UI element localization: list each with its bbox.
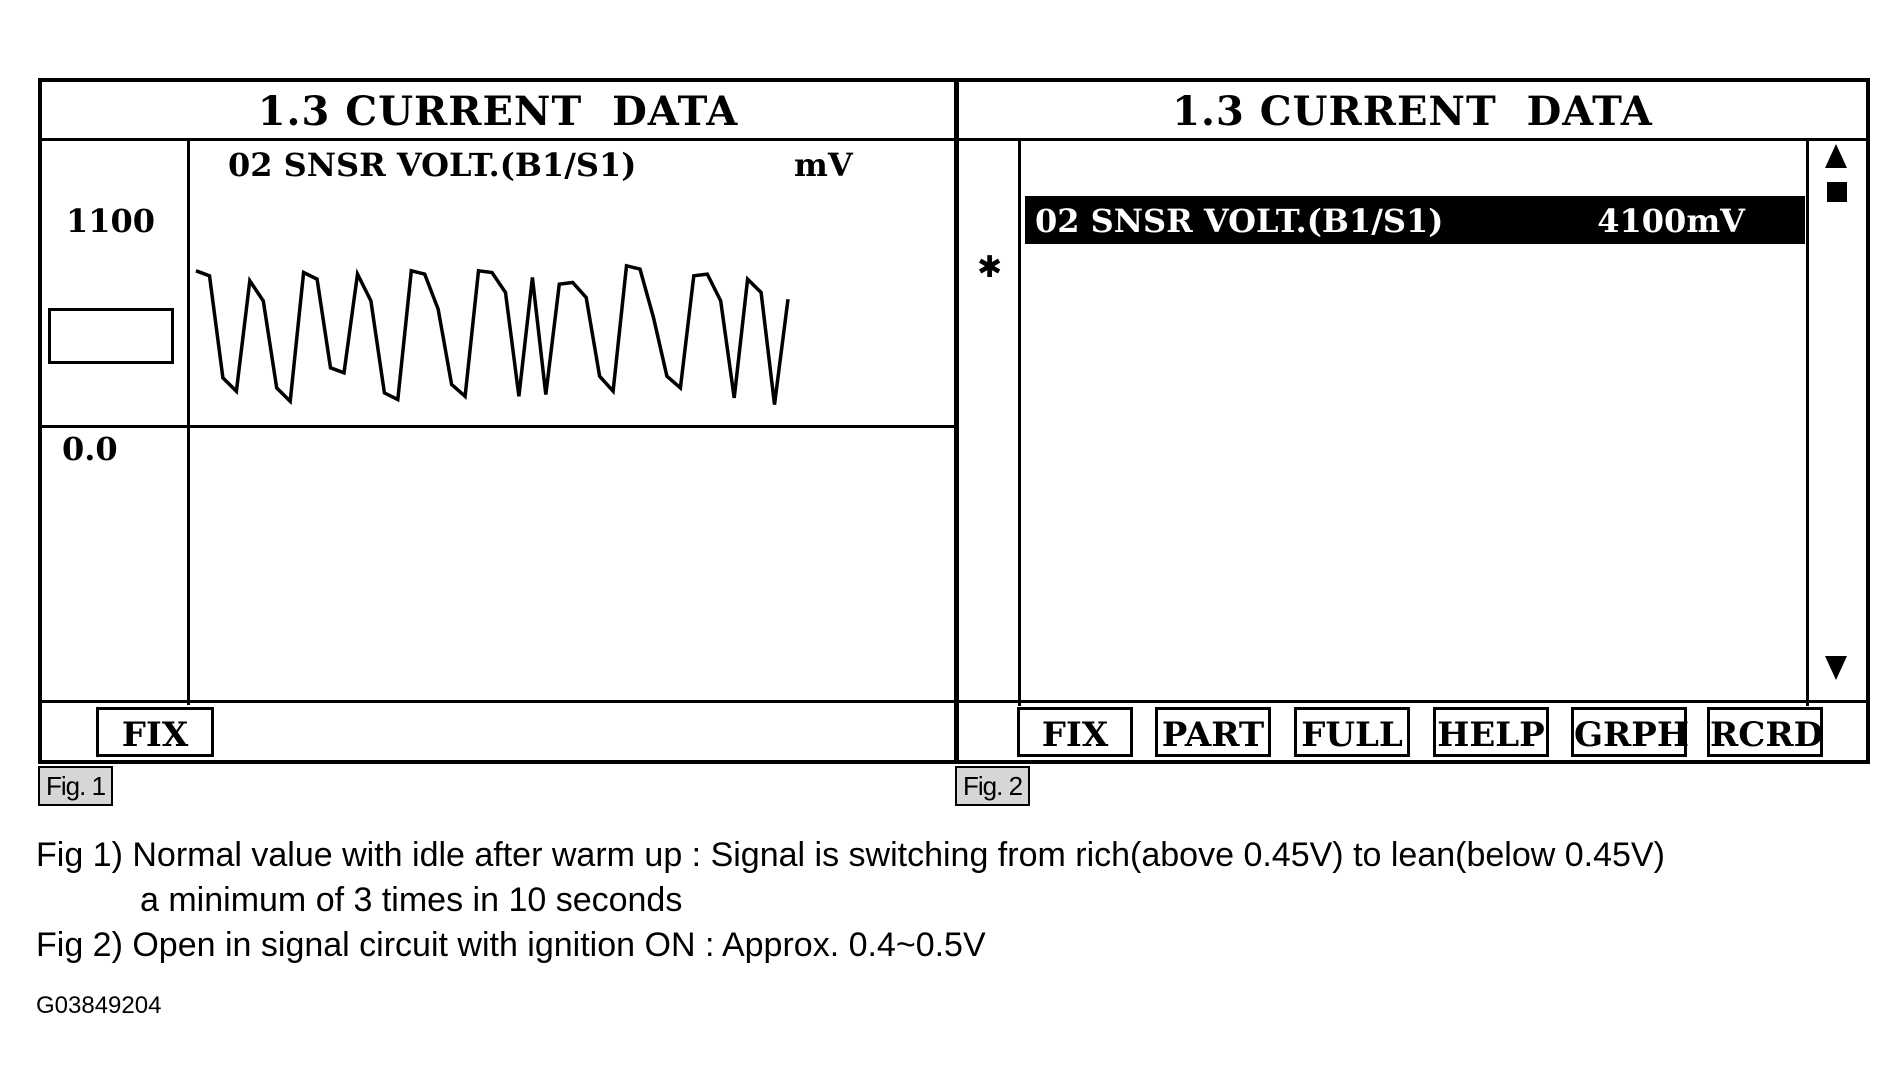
fig1-axis-column: 1100 0.0 bbox=[42, 138, 190, 705]
fig2-rcrd-button[interactable]: RCRD bbox=[1707, 707, 1823, 757]
fig2-fix-button[interactable]: FIX bbox=[1017, 707, 1133, 757]
fig1-tag: Fig. 1 bbox=[38, 766, 114, 806]
fig2-button-bar: FIX PART FULL HELP GRPH RCRD bbox=[959, 700, 1866, 760]
fig1-fix-button[interactable]: FIX bbox=[96, 707, 214, 757]
scroll-down-icon[interactable] bbox=[1825, 656, 1847, 680]
scroll-thumb[interactable] bbox=[1827, 182, 1847, 202]
fig1-title: 1.3 CURRENT DATA bbox=[42, 82, 954, 141]
figure-code: G03849204 bbox=[36, 992, 162, 1019]
fig1-waveform-plot bbox=[195, 263, 790, 406]
fig2-marker-column: ✱ bbox=[959, 138, 1021, 706]
fig2-title: 1.3 CURRENT DATA bbox=[959, 82, 1866, 141]
fig2-help-button[interactable]: HELP bbox=[1433, 707, 1549, 757]
caption-fig1-continued: a minimum of 3 times in 10 seconds bbox=[140, 881, 683, 919]
fig2-grph-button[interactable]: GRPH bbox=[1571, 707, 1689, 757]
fig1-y-min: 0.0 bbox=[62, 430, 118, 468]
fig1-y-max: 1100 bbox=[66, 202, 156, 240]
caption-fig1: Fig 1) Normal value with idle after warm… bbox=[36, 836, 1665, 874]
fig1-divider bbox=[42, 425, 954, 428]
fig1-value-box bbox=[48, 308, 174, 364]
fig2-full-button[interactable]: FULL bbox=[1294, 707, 1410, 757]
fig2-panel: 1.3 CURRENT DATA ✱ 02 SNSR VOLT.(B1/S1) … bbox=[955, 78, 1870, 764]
fig2-selected-row[interactable]: 02 SNSR VOLT.(B1/S1) 4100mV bbox=[1025, 196, 1805, 244]
selected-marker-icon: ✱ bbox=[977, 250, 1003, 285]
fig2-row-value: 4100mV bbox=[1597, 202, 1745, 240]
fig1-sensor-label: 02 SNSR VOLT.(B1/S1) bbox=[228, 146, 637, 184]
fig1-waveform-line bbox=[195, 263, 790, 406]
fig1-button-bar: FIX bbox=[42, 700, 954, 760]
scroll-up-icon[interactable] bbox=[1825, 144, 1847, 168]
caption-fig2: Fig 2) Open in signal circuit with ignit… bbox=[36, 926, 986, 964]
fig2-part-button[interactable]: PART bbox=[1155, 707, 1271, 757]
fig1-panel: 1.3 CURRENT DATA 1100 0.0 02 SNSR VOLT.(… bbox=[38, 78, 958, 764]
fig2-scrollbar[interactable] bbox=[1806, 138, 1866, 706]
fig2-row-label: 02 SNSR VOLT.(B1/S1) bbox=[1035, 202, 1444, 240]
fig1-unit: mV bbox=[794, 146, 853, 184]
fig2-tag: Fig. 2 bbox=[955, 766, 1031, 806]
